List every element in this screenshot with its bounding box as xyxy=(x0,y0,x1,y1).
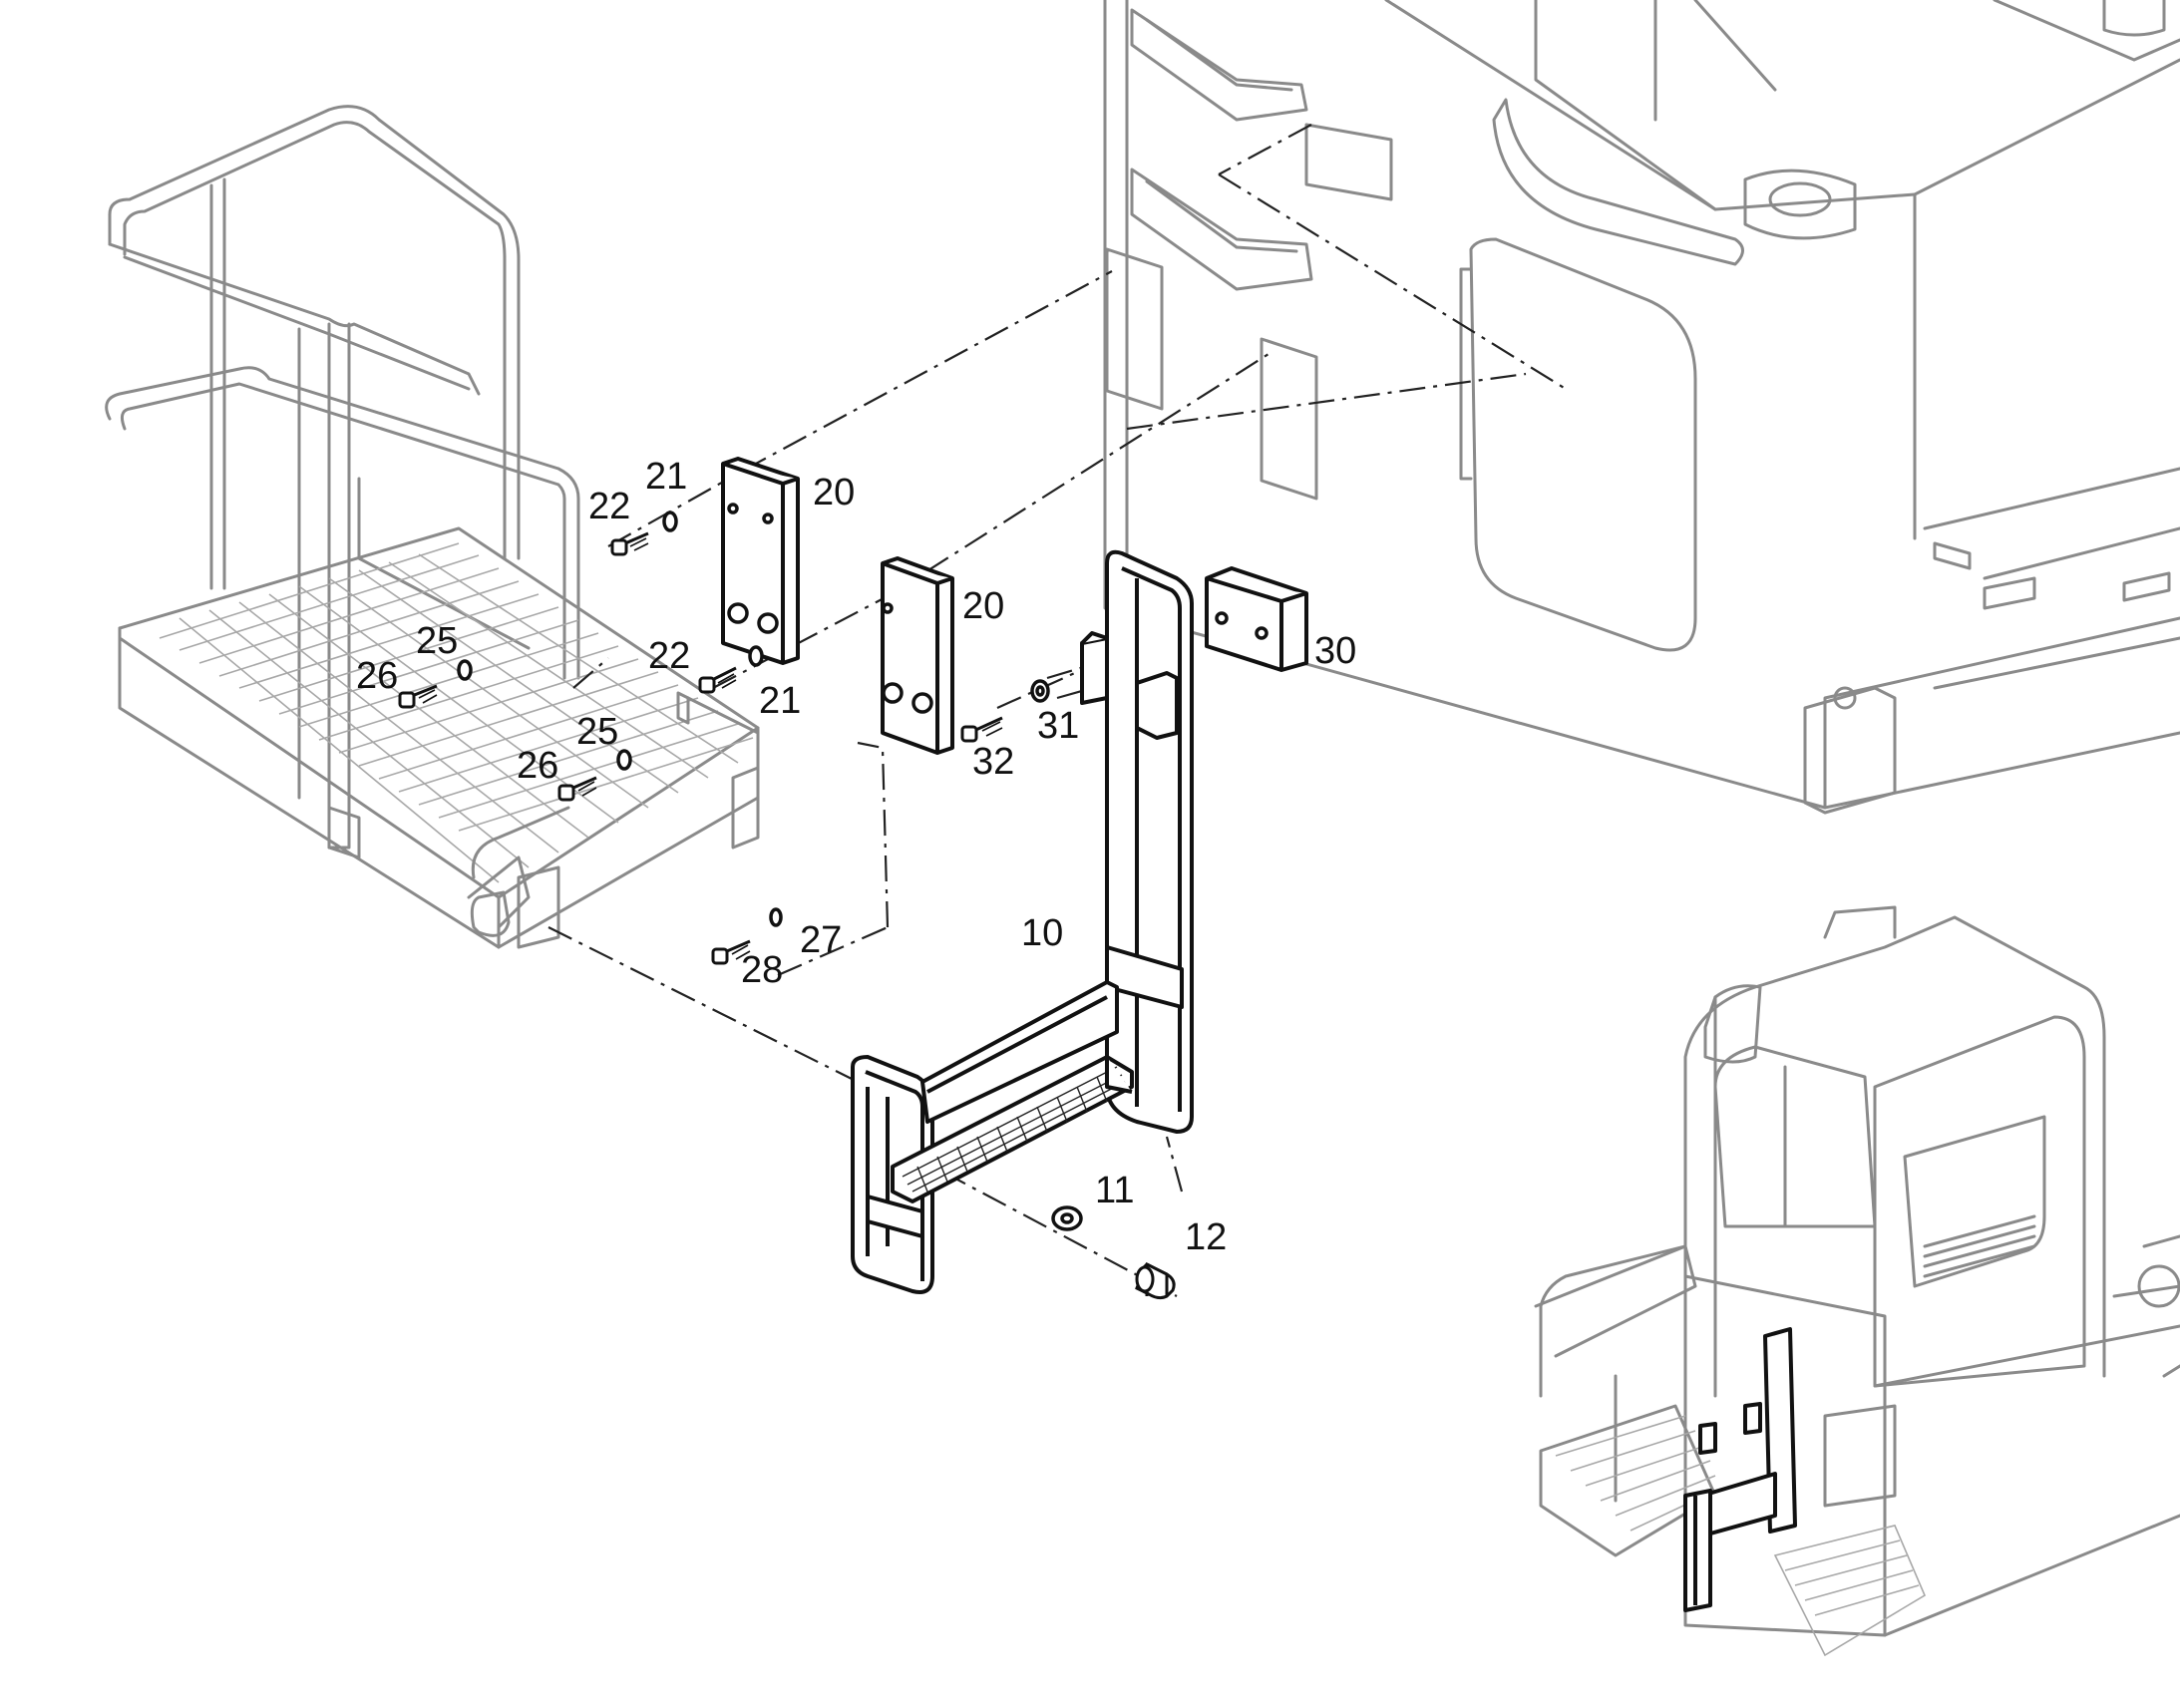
callout-20-upper: 20 xyxy=(813,472,855,513)
machine-body xyxy=(1103,0,2180,815)
callout-10: 10 xyxy=(1021,912,1063,954)
callout-21-upper: 21 xyxy=(645,456,687,498)
platform-assembly xyxy=(105,105,760,949)
callout-26-lower: 26 xyxy=(517,745,558,787)
callout-25-lower: 25 xyxy=(576,711,618,753)
part-20-plate-lower xyxy=(881,556,954,755)
callout-27: 27 xyxy=(800,919,842,961)
grating-mesh xyxy=(159,542,754,883)
callout-20-lower: 20 xyxy=(962,585,1004,627)
callout-11: 11 xyxy=(1095,1170,1134,1211)
bolt-22-lower xyxy=(698,666,737,694)
part-10-ladder xyxy=(851,549,1194,1294)
washer-25-lower xyxy=(616,749,632,771)
callout-31: 31 xyxy=(1037,705,1079,747)
callout-22-lower: 22 xyxy=(648,635,690,677)
bolt-28 xyxy=(711,939,751,965)
washer-21-lower xyxy=(748,645,764,667)
bolt-32 xyxy=(960,716,1003,743)
bolt-22-upper xyxy=(610,531,649,556)
callout-30: 30 xyxy=(1314,630,1356,672)
callout-25-upper: 25 xyxy=(416,620,458,662)
bolt-26-upper xyxy=(398,684,438,709)
washer-21-upper xyxy=(662,511,678,532)
callout-22-upper: 22 xyxy=(588,486,630,527)
part-12-socket-bolt xyxy=(1135,1261,1176,1300)
callout-12: 12 xyxy=(1185,1216,1227,1258)
callout-32: 32 xyxy=(972,741,1014,783)
washer-31 xyxy=(1030,679,1050,703)
part-20-plate-upper xyxy=(721,457,800,665)
callout-26-upper: 26 xyxy=(356,655,398,697)
washer-25-upper xyxy=(457,659,473,681)
part-30-block xyxy=(1205,566,1308,672)
callout-21-lower: 21 xyxy=(759,680,801,722)
bolt-26-lower xyxy=(557,776,597,802)
callout-labels: 10 11 12 20 20 21 21 22 22 25 25 26 26 2… xyxy=(356,456,1356,1258)
machine-overview-thumbnail xyxy=(1534,905,2180,1657)
part-11-washer xyxy=(1051,1205,1083,1231)
callout-28: 28 xyxy=(741,949,783,991)
washer-27 xyxy=(769,907,783,927)
